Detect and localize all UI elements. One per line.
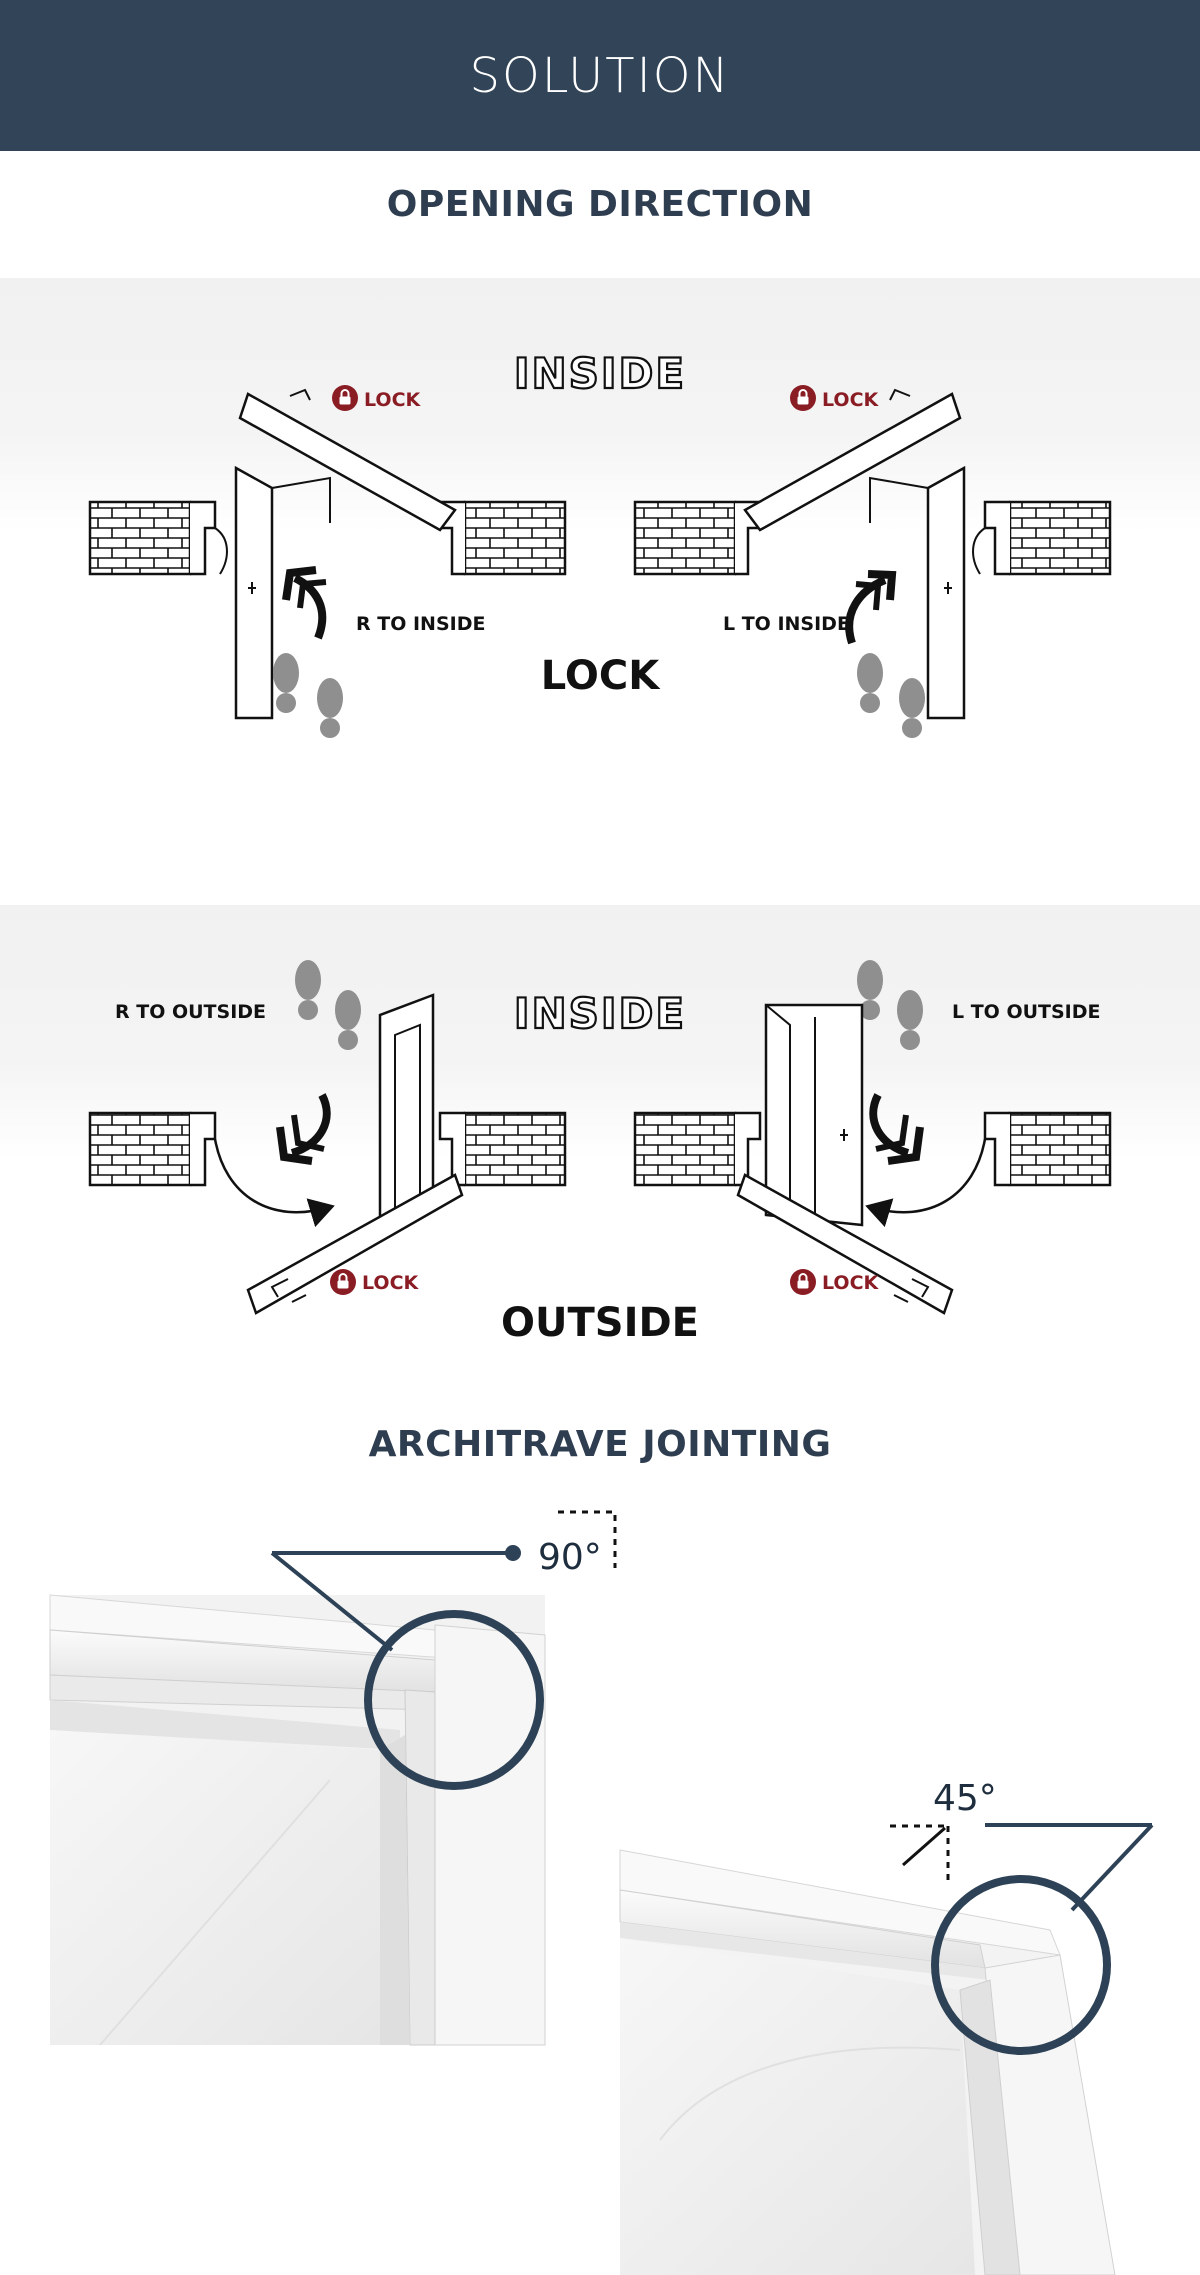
photo-miter-joint [619, 1849, 1116, 2275]
door-frame-left [190, 500, 217, 576]
door-right-standing [926, 465, 966, 720]
arrow-out-right-curve [869, 1093, 910, 1157]
angle-45-label: 45° [933, 1778, 997, 1819]
lock-bottom-label: LOCK [541, 653, 661, 699]
footprint-outside-right-2 [897, 990, 923, 1050]
door-frame-out-right-inner [735, 1111, 762, 1187]
angle-90-label: 90° [538, 1537, 602, 1578]
arrow-left-curve [293, 574, 327, 640]
footprint-outside-left-1 [295, 960, 321, 1020]
door-out-right-knob [840, 1129, 848, 1141]
handle-out-right-swing [893, 1278, 930, 1303]
arrow-out-left-curve [290, 1093, 331, 1157]
arrow-out-right-head-inner [875, 1114, 909, 1152]
callout-miter [890, 1823, 1154, 2055]
lock-icon-out-left [329, 1268, 357, 1296]
architrave-area: 90° 45° [49, 1510, 1154, 2275]
door-left-frame-line [271, 476, 331, 523]
arrow-left-head [282, 566, 317, 601]
door-frame-out-left-inner [438, 1111, 465, 1187]
door-right-frame-line [869, 476, 929, 523]
footprint-outside-left-2 [335, 990, 361, 1050]
brick-wall-out-left-inner [463, 1111, 567, 1187]
arrow-right-head [867, 570, 897, 601]
brick-wall-out-right-inner [633, 1111, 737, 1187]
footprint-right-1 [857, 653, 883, 713]
swing-arc-left [214, 527, 228, 575]
footprint-left-1 [273, 653, 299, 713]
handle-right-swing [889, 388, 911, 401]
swing-arc-right [972, 527, 986, 575]
footprint-right-2 [899, 678, 925, 738]
door-right-knob [944, 582, 952, 594]
door-out-right-bevel [765, 1004, 791, 1205]
lock-icon-left [331, 384, 359, 412]
door-out-panel-right-swing [736, 1173, 954, 1315]
inside-label-2: INSIDE [514, 989, 686, 1038]
opening-direction-title: OPENING DIRECTION [386, 184, 814, 225]
brick-wall-left-outer [88, 500, 192, 576]
door-panel-right-swing [743, 392, 962, 532]
door-panel-left-swing [238, 392, 457, 532]
lock-label-out-right: LOCK [822, 1272, 880, 1294]
lock-icon-out-right [789, 1268, 817, 1296]
architrave-jointing-title: ARCHITRAVE JOINTING [368, 1424, 832, 1464]
photo-square-joint [49, 1594, 546, 2046]
footprint-left-2 [317, 678, 343, 738]
callout-square [270, 1510, 617, 1790]
swing-arc-out-right [865, 1138, 987, 1228]
brick-wall-right-outer [1008, 500, 1112, 576]
door-frame-right [983, 500, 1010, 576]
arrow-left-head-inner [297, 579, 327, 609]
header-banner: SOLUTION [0, 0, 1200, 151]
handle-out-left-swing [270, 1278, 307, 1303]
door-left-standing [234, 465, 274, 720]
arrow-out-left-head [276, 1126, 313, 1165]
arrow-out-left-head-inner [291, 1114, 325, 1152]
direction-l-to-outside: L TO OUTSIDE [952, 1001, 1101, 1023]
brick-wall-left-inner [463, 500, 567, 576]
door-left-knob [248, 582, 256, 594]
lock-label-right: LOCK [822, 389, 880, 411]
arrow-out-right-head [887, 1126, 924, 1165]
outside-bottom-label: OUTSIDE [501, 1300, 699, 1346]
swing-arc-out-left [213, 1138, 335, 1228]
outside-lock-diagram: INSIDE R TO OUTSIDE L TO OUTSIDE LOCK LO… [88, 960, 1112, 1346]
direction-r-to-outside: R TO OUTSIDE [115, 1001, 266, 1023]
brick-wall-out-left-outer [88, 1111, 192, 1187]
handle-left-swing [289, 388, 311, 401]
door-frame-out-right [983, 1111, 1010, 1187]
brick-wall-out-right-outer [1008, 1111, 1112, 1187]
direction-l-to-inside: L TO INSIDE [723, 613, 850, 635]
door-frame-out-left [190, 1111, 217, 1187]
inside-label: INSIDE [514, 349, 686, 398]
inside-lock-panel-bg [0, 278, 1200, 533]
lock-label-out-left: LOCK [362, 1272, 420, 1294]
lock-icon-right [789, 384, 817, 412]
direction-r-to-inside: R TO INSIDE [356, 613, 485, 635]
inside-lock-diagram: INSIDE LOCK R TO INSIDE LOCK L TO INSIDE [88, 348, 1112, 738]
header-title: SOLUTION [469, 47, 731, 104]
door-out-panel-left-swing [246, 1173, 464, 1315]
brick-wall-right-inner [633, 500, 737, 576]
arrow-right-head-inner [855, 581, 882, 611]
lock-label-left: LOCK [364, 389, 422, 411]
